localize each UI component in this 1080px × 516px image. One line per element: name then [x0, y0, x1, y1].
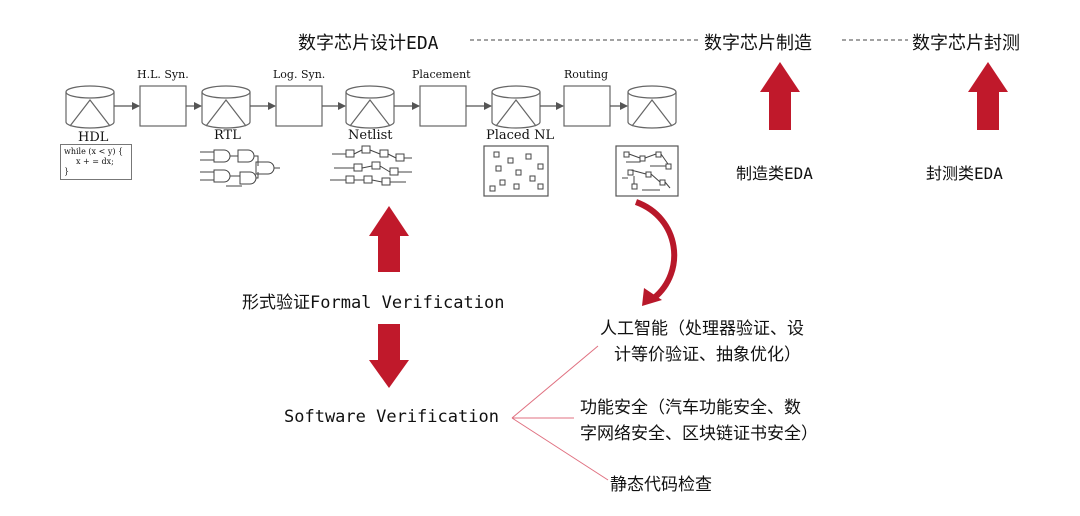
step-label-routing: Routing	[564, 68, 609, 81]
curved-arrow-head-icon	[642, 288, 662, 306]
application-ai-line1: 人工智能（处理器验证、设	[600, 319, 804, 339]
step-label-hl-syn: H.L. Syn.	[137, 68, 189, 81]
stage-label-rtl: RTL	[214, 128, 241, 143]
db-cylinder-routed	[627, 85, 677, 129]
connector-ai	[511, 345, 599, 419]
application-functional-safety: 功能安全（汽车功能安全、数 字网络安全、区块链证书安全）	[580, 395, 818, 447]
stage-label-netlist: Netlist	[348, 128, 393, 143]
rtl-gates-schematic	[200, 149, 280, 187]
application-safety-line1: 功能安全（汽车功能安全、数	[580, 398, 801, 418]
db-cylinder-netlist	[345, 85, 395, 129]
application-static-line1: 静态代码检查	[610, 475, 712, 495]
process-box-routing	[563, 85, 611, 127]
curved-arrow-icon	[634, 199, 678, 301]
arrow-up-formal-icon	[369, 206, 409, 272]
heading-package-test: 数字芯片封测	[912, 33, 1020, 54]
process-box-log-syn	[275, 85, 323, 127]
step-label-placement: Placement	[412, 68, 471, 81]
process-box-placement	[419, 85, 467, 127]
stage-label-placed-nl: Placed NL	[486, 128, 555, 143]
arrow-up-package-icon	[968, 62, 1008, 130]
application-ai-line2: 计等价验证、抽象优化）	[614, 345, 801, 365]
code-line: }	[64, 167, 70, 176]
heading-design-eda: 数字芯片设计EDA	[298, 33, 439, 54]
application-ai: 人工智能（处理器验证、设 计等价验证、抽象优化）	[600, 316, 804, 368]
label-package-eda: 封测类EDA	[926, 164, 1003, 183]
hdl-code-box: while (x < y) { x + = dx; }	[60, 144, 132, 180]
application-safety-line2: 字网络安全、区块链证书安全）	[580, 424, 818, 444]
heading-manufacture: 数字芯片制造	[704, 33, 812, 54]
label-manufacture-eda: 制造类EDA	[736, 164, 813, 183]
db-cylinder-hdl	[65, 85, 115, 129]
label-software-verification: Software Verification	[284, 407, 499, 427]
code-line: x + = dx;	[76, 157, 114, 166]
step-label-log-syn: Log. Syn.	[273, 68, 326, 81]
db-cylinder-rtl	[201, 85, 251, 129]
application-static-analysis: 静态代码检查	[610, 472, 712, 498]
netlist-schematic	[330, 145, 412, 186]
placed-cells	[489, 151, 544, 192]
code-line: while (x < y) {	[64, 147, 124, 156]
stage-label-hdl: HDL	[78, 130, 109, 145]
connector-static	[511, 417, 609, 481]
routed-box	[615, 145, 679, 197]
process-box-hl-syn	[139, 85, 187, 127]
arrow-down-software-icon	[369, 324, 409, 388]
arrow-up-manufacture-icon	[760, 62, 800, 130]
db-cylinder-placed-nl	[491, 85, 541, 129]
label-formal-verification: 形式验证Formal Verification	[242, 293, 505, 313]
routed-cells	[622, 151, 672, 191]
